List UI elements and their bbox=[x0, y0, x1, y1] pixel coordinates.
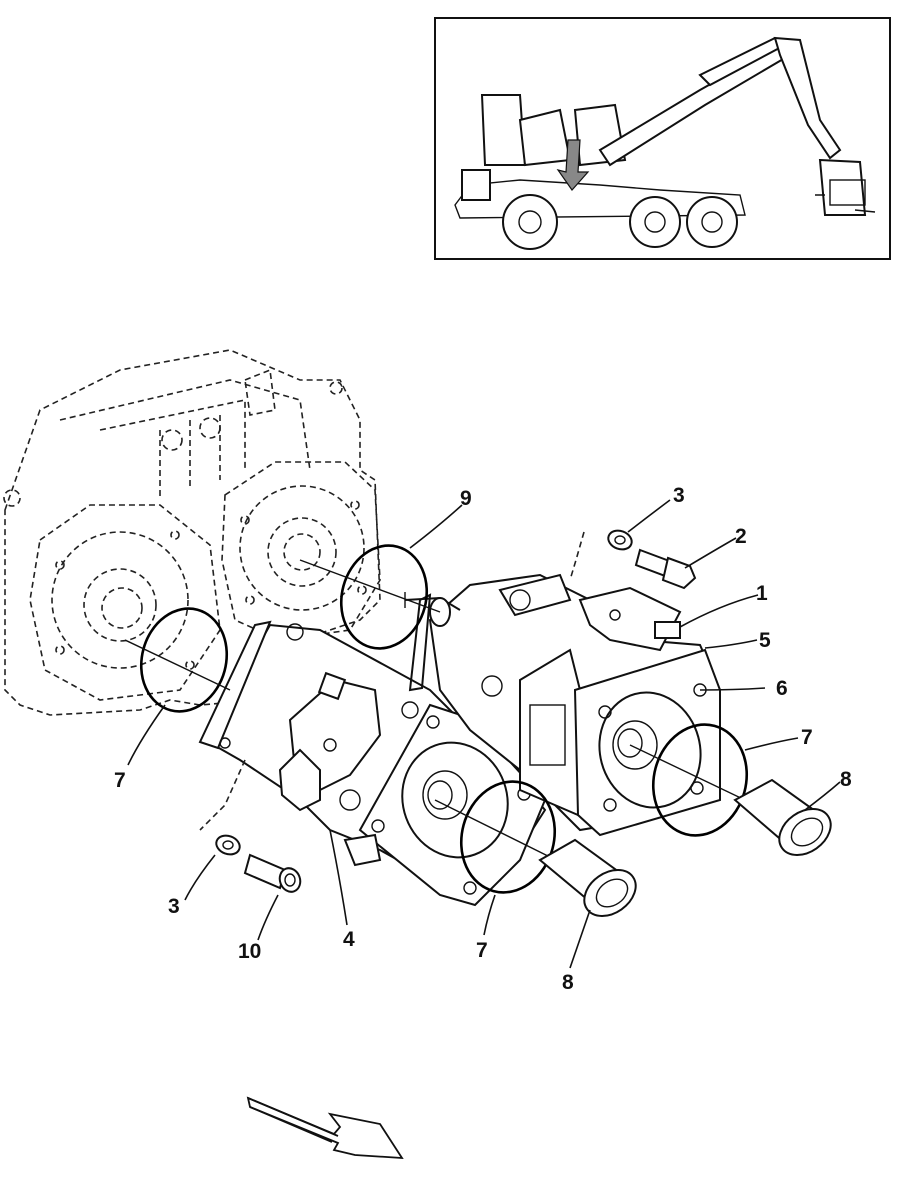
callout-7-right: 7 bbox=[801, 726, 813, 749]
o-ring-7-right bbox=[651, 723, 749, 837]
inset-wheel bbox=[686, 196, 738, 248]
hydraulic-pump-4 bbox=[198, 620, 547, 907]
inset-wheel bbox=[629, 196, 681, 248]
hydraulic-pump-5 bbox=[408, 573, 721, 837]
callout-3-upper: 3 bbox=[673, 484, 685, 507]
callout-8-upper: 8 bbox=[840, 768, 852, 791]
washer-3-lower bbox=[215, 834, 241, 856]
leader-lines bbox=[127, 499, 841, 969]
callout-7-left: 7 bbox=[114, 769, 126, 792]
callout-3-lower: 3 bbox=[168, 895, 180, 918]
callout-10: 10 bbox=[238, 940, 261, 963]
o-ring-7-middle bbox=[459, 780, 557, 894]
callout-5: 5 bbox=[759, 629, 771, 652]
coupling-8-lower bbox=[538, 838, 637, 917]
callout-2: 2 bbox=[735, 525, 747, 548]
callout-6: 6 bbox=[776, 677, 788, 700]
callout-4: 4 bbox=[343, 928, 355, 951]
coupling-8-upper bbox=[733, 778, 832, 856]
bolt-10 bbox=[243, 853, 302, 893]
washer-3-upper bbox=[607, 529, 633, 551]
callout-8-lower: 8 bbox=[562, 971, 574, 994]
inset-wheel bbox=[502, 194, 558, 250]
o-ring-9 bbox=[339, 544, 429, 650]
inset-machine-panel bbox=[434, 17, 891, 260]
bolt-2 bbox=[634, 548, 697, 590]
callout-7-middle: 7 bbox=[476, 939, 488, 962]
gearbox-housing bbox=[3, 349, 381, 716]
direction-arrow-icon bbox=[246, 1096, 404, 1160]
callout-9: 9 bbox=[460, 487, 472, 510]
callout-1: 1 bbox=[756, 582, 768, 605]
